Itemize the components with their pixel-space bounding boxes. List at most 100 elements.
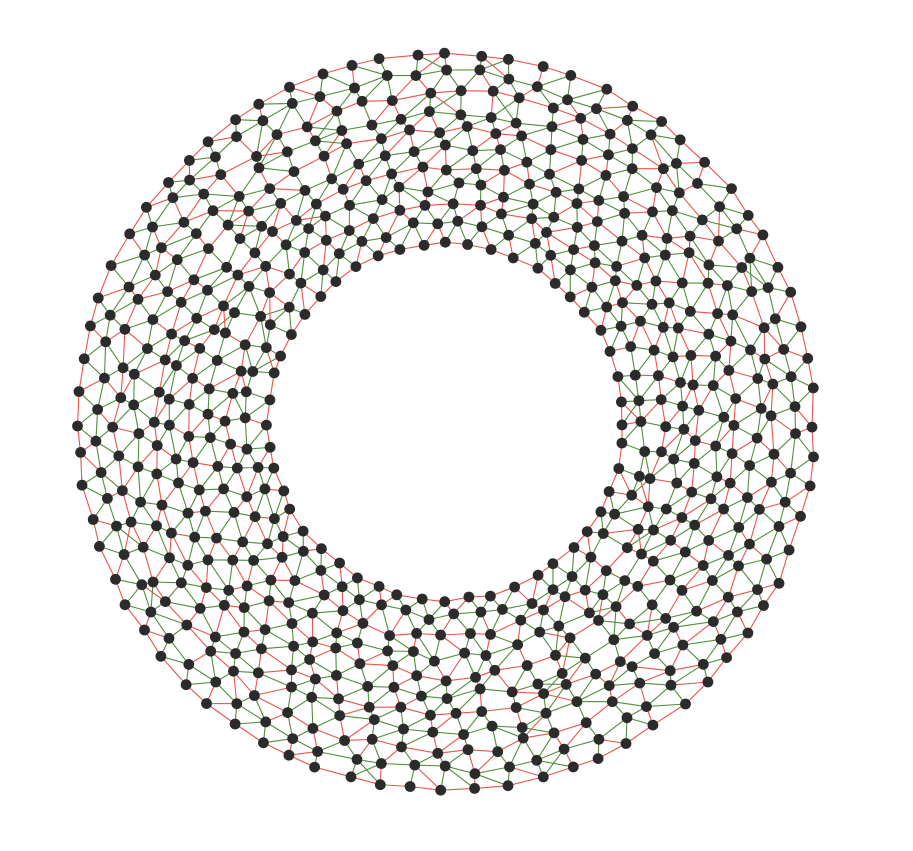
graph-node [356,95,368,107]
graph-node [107,421,118,433]
graph-node [336,581,348,593]
graph-edge [392,92,431,102]
graph-edge [545,684,567,714]
graph-edge [545,701,578,714]
graph-node [736,262,748,273]
graph-node [171,360,182,371]
graph-node [711,471,723,483]
graph-edge [629,617,666,625]
graph-node [286,618,298,629]
graph-edge [603,528,639,535]
graph-edge [140,473,158,503]
graph-node [439,596,451,608]
graph-edge [207,274,239,291]
graph-node [579,584,591,596]
graph-node [164,552,175,564]
graph-node [201,698,212,709]
graph-node [391,589,403,601]
graph-edge [619,635,648,662]
graph-node [677,400,688,412]
graph-node [182,507,194,519]
graph-edge [485,644,518,657]
graph-node [156,499,168,511]
graph-node [467,145,479,157]
graph-node [354,658,366,670]
graph-node [636,229,648,241]
graph-node [632,523,644,535]
graph-node [416,593,428,605]
graph-node [346,60,358,71]
graph-node [243,205,255,217]
graph-node [707,575,718,586]
graph-node [616,235,628,247]
graph-edge [145,182,169,208]
graph-node [368,714,380,725]
graph-node [105,260,117,271]
graph-edge [681,498,712,518]
graph-node [301,121,313,133]
graph-node [187,372,199,384]
graph-node [648,524,659,536]
graph-node [485,244,497,255]
graph-node [275,197,287,209]
graph-edge [613,634,648,641]
graph-node [723,550,734,561]
graph-node [611,261,622,272]
graph-node [527,198,539,210]
graph-edge [445,652,466,682]
graph-node [409,759,421,771]
graph-node [128,368,140,380]
graph-node [310,135,321,147]
graph-node [544,168,555,180]
graph-node [655,394,667,405]
graph-node [601,301,613,313]
graph-edge [516,122,553,128]
graph-node [721,652,732,663]
graph-node [617,297,628,309]
graph-node [289,575,301,586]
graph-node [667,205,678,217]
graph-node [674,134,686,146]
graph-node [119,323,131,335]
graph-node [269,513,280,525]
graph-node [620,738,632,749]
graph-node [280,239,292,251]
graph-node [200,582,212,593]
graph-node [262,538,273,550]
graph-node [593,733,605,745]
graph-node [474,683,486,695]
graph-node [562,94,573,106]
graph-node [597,589,609,601]
graph-node [117,362,129,374]
graph-node [521,156,533,168]
graph-node [696,214,708,226]
graph-node [532,262,544,274]
graph-node [333,693,344,705]
graph-edge [717,206,721,242]
graph-node [608,634,620,646]
graph-node [646,298,658,310]
graph-edge [491,725,524,739]
graph-node [646,599,658,611]
graph-node [571,696,583,707]
graph-node [600,170,612,181]
graph-node [382,645,393,657]
graph-edge [80,452,83,486]
graph-node [237,536,249,548]
graph-node [435,629,446,641]
graph-edge [372,728,404,740]
graph-node [202,284,213,296]
graph-edge [220,155,257,176]
graph-edge [567,88,607,101]
graph-node [576,155,587,166]
graph-node [517,732,529,744]
graph-node [757,229,769,241]
graph-node [568,542,580,553]
graph-node [136,579,148,591]
graph-node [412,49,424,61]
graph-node [633,395,645,407]
graph-node [345,771,357,783]
graph-node [635,416,647,427]
graph-node [230,648,242,659]
graph-node [779,496,791,508]
